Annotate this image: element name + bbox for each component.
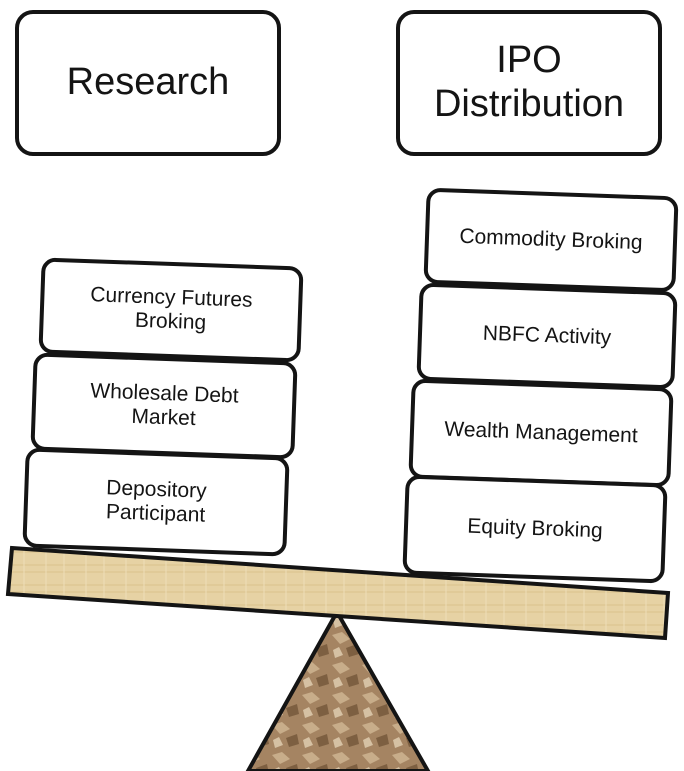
fulcrum-triangle [245, 607, 431, 771]
left-stack-item: Wholesale Debt Market [30, 352, 298, 460]
left-stack-item-line2: Market [131, 404, 197, 431]
left-stack-item-line2: Participant [105, 500, 206, 527]
ipo-distribution-label-line1: IPO [496, 39, 562, 82]
right-stack-item: Commodity Broking [423, 187, 679, 293]
ipo-distribution-box: IPO Distribution [396, 10, 662, 156]
ipo-distribution-label-line2: Distribution [433, 83, 625, 125]
right-stack-item: Wealth Management [408, 378, 674, 488]
research-label: Research [66, 61, 230, 104]
right-stack-item: Equity Broking [402, 474, 668, 584]
right-stack-item-label: Equity Broking [466, 514, 604, 543]
research-box: Research [15, 10, 281, 156]
left-stack-item-line1: Wholesale Debt [89, 379, 239, 408]
left-stack-item: Currency Futures Broking [38, 257, 304, 363]
left-stack-item: Depository Participant [22, 447, 290, 557]
scale-beam [5, 545, 671, 641]
right-stack-item-label: Commodity Broking [459, 224, 643, 255]
right-stack-item-label: Wealth Management [443, 417, 639, 448]
right-stack-item: NBFC Activity [416, 282, 678, 390]
left-stack-item-line1: Depository [105, 476, 207, 503]
right-stack-item-label: NBFC Activity [482, 321, 612, 350]
left-stack-item-line2: Broking [134, 308, 207, 335]
left-stack-item-line1: Currency Futures [89, 283, 253, 312]
